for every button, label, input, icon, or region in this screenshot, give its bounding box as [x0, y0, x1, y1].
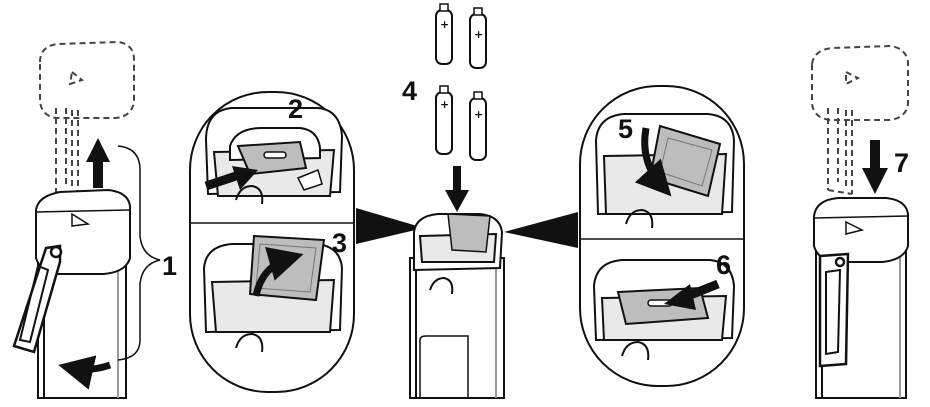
left-pointer-wedge: [356, 208, 424, 244]
battery-plus-mark: +: [440, 98, 449, 111]
step-1-bracket: [117, 145, 161, 361]
step-6-arrow: [664, 279, 720, 310]
step-1-device: 1: [12, 40, 177, 399]
battery-plus-mark: +: [474, 28, 483, 41]
step-6-label: 6: [716, 250, 731, 280]
step-5-scene: [594, 113, 736, 229]
step-3-scene: [202, 234, 344, 353]
step-5-label: 5: [618, 114, 633, 144]
right-pointer-wedge: [504, 212, 578, 248]
step-2-arrow: [204, 166, 258, 191]
up-arrow: [86, 138, 110, 188]
clip-strap: [12, 244, 63, 354]
down-arrow: [862, 140, 888, 194]
step-3-label: 3: [332, 228, 347, 258]
detail-panel-left: 2 3: [189, 91, 355, 393]
battery: +: [469, 91, 487, 161]
batteries-group: + + + +: [435, 3, 487, 161]
clip-strap-attached: [818, 252, 850, 368]
step-5-curved-arrow: [634, 127, 672, 197]
step-2-label: 2: [288, 94, 303, 124]
dashed-cap-returning: [811, 44, 909, 195]
step-2-scene: [204, 107, 344, 205]
detail-panel-right: 5 6: [579, 85, 745, 387]
battery: +: [469, 7, 487, 69]
step-3-curved-arrow: [252, 246, 304, 297]
step-7-device: 7: [811, 44, 909, 399]
battery-plus-mark: +: [440, 18, 449, 31]
step-1-label: 1: [162, 251, 177, 281]
curved-rotate-arrow: [58, 355, 112, 390]
step-4-label: 4: [402, 76, 417, 106]
step-7-label: 7: [894, 148, 909, 178]
battery: +: [435, 85, 453, 155]
dashed-cap-removed: [39, 40, 135, 197]
battery: +: [435, 3, 453, 65]
step-4-down-arrow: [445, 166, 469, 212]
center-device: [409, 213, 505, 399]
battery-plus-mark: +: [474, 108, 483, 121]
